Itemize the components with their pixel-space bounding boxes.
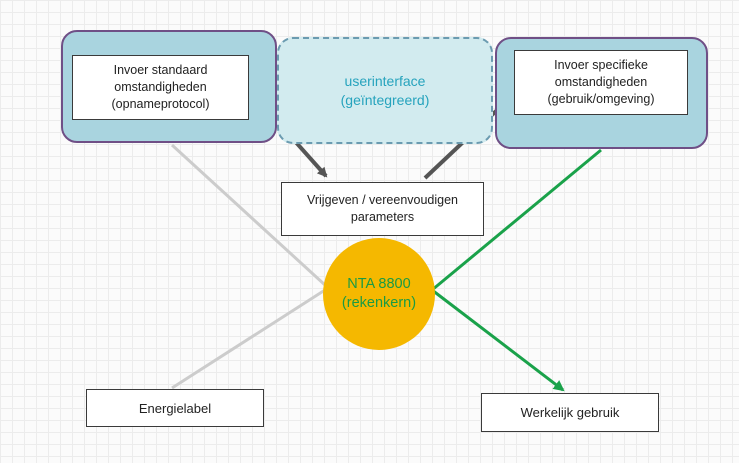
input-specific-line-1: Invoer specifieke [554,58,648,72]
userinterface-panel: userinterface (geïntegreerd) [277,37,493,144]
core-line-1: NTA 8800 [347,276,411,292]
release-line-1: Vrijgeven / vereenvoudigen [306,193,459,207]
link-core-to-actual-use [431,288,565,392]
calculation-core-circle: NTA 8800 (rekenkern) [323,238,435,350]
link-input-standard-to-core [170,143,327,287]
release-line-2: parameters [350,210,415,224]
core-line-2: (rekenkern) [341,295,417,311]
input-specific-line-3: (gebruik/omgeving) [547,92,655,106]
energy-label-box: Energielabel [86,389,264,427]
input-standard-line-2: omstandigheden [114,80,207,94]
input-standard-line-1: Invoer standaard [113,63,208,77]
actual-use-text: Werkelijk gebruik [520,405,620,420]
userinterface-line-1: userinterface [344,72,426,89]
input-standard-box: Invoer standaard omstandigheden (opnamep… [72,55,249,120]
input-standard-line-3: (opnameprotocol) [111,97,210,111]
input-specific-line-2: omstandigheden [554,75,648,89]
link-core-to-energy-label [171,288,326,390]
input-specific-box: Invoer specifieke omstandigheden (gebrui… [514,50,688,115]
link-input-specific-to-core [431,148,602,292]
energy-label-text: Energielabel [138,400,212,416]
userinterface-line-2: (geïntegreerd) [340,91,430,108]
release-parameters-box: Vrijgeven / vereenvoudigen parameters [281,182,484,236]
actual-use-box: Werkelijk gebruik [481,393,659,432]
